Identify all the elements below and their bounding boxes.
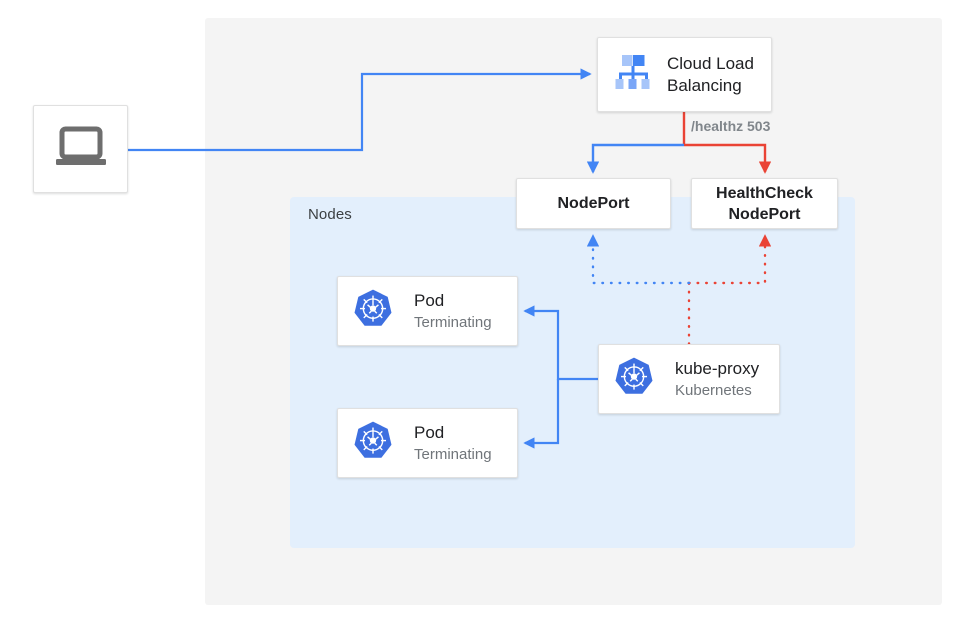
kubernetes-icon: [352, 288, 394, 335]
cloud-load-balancing-title-line1: Cloud Load: [667, 53, 754, 73]
pod-2-title: Pod: [414, 422, 445, 442]
pod-2-status: Terminating: [414, 445, 492, 463]
healthcheck-nodeport-text: HealthCheck NodePort: [692, 179, 837, 228]
pod-1-text: Pod Terminating: [414, 290, 492, 333]
kube-proxy-text: kube-proxy Kubernetes: [675, 358, 759, 401]
healthcheck-nodeport-label-line2: NodePort: [728, 205, 801, 223]
healthz-status-label: /healthz 503: [691, 118, 771, 134]
pod-node-2[interactable]: Pod Terminating: [337, 408, 518, 478]
healthcheck-nodeport-node[interactable]: HealthCheck NodePort: [691, 178, 838, 229]
kube-proxy-subtitle: Kubernetes: [675, 381, 752, 399]
nodes-region-label: Nodes: [308, 206, 352, 223]
kube-proxy-title: kube-proxy: [675, 358, 760, 378]
client-node[interactable]: [33, 105, 128, 193]
pod-1-title: Pod: [414, 290, 445, 310]
cloud-load-balancing-title-line2: Balancing: [667, 75, 742, 95]
pod-2-text: Pod Terminating: [414, 422, 492, 465]
cloud-load-balancing-icon: [611, 52, 655, 97]
kubernetes-icon: [613, 356, 655, 403]
kube-proxy-node[interactable]: kube-proxy Kubernetes: [598, 344, 780, 414]
pod-node-1[interactable]: Pod Terminating: [337, 276, 518, 346]
kubernetes-icon: [352, 420, 394, 467]
cloud-load-balancing-node[interactable]: Cloud Load Balancing: [597, 37, 772, 112]
pod-1-status: Terminating: [414, 313, 492, 331]
healthcheck-nodeport-label-line1: HealthCheck: [716, 184, 813, 202]
nodeport-node[interactable]: NodePort: [516, 178, 671, 229]
laptop-icon: [54, 125, 108, 174]
cloud-load-balancing-text: Cloud Load Balancing: [667, 53, 754, 97]
nodeport-label: NodePort: [557, 195, 630, 212]
